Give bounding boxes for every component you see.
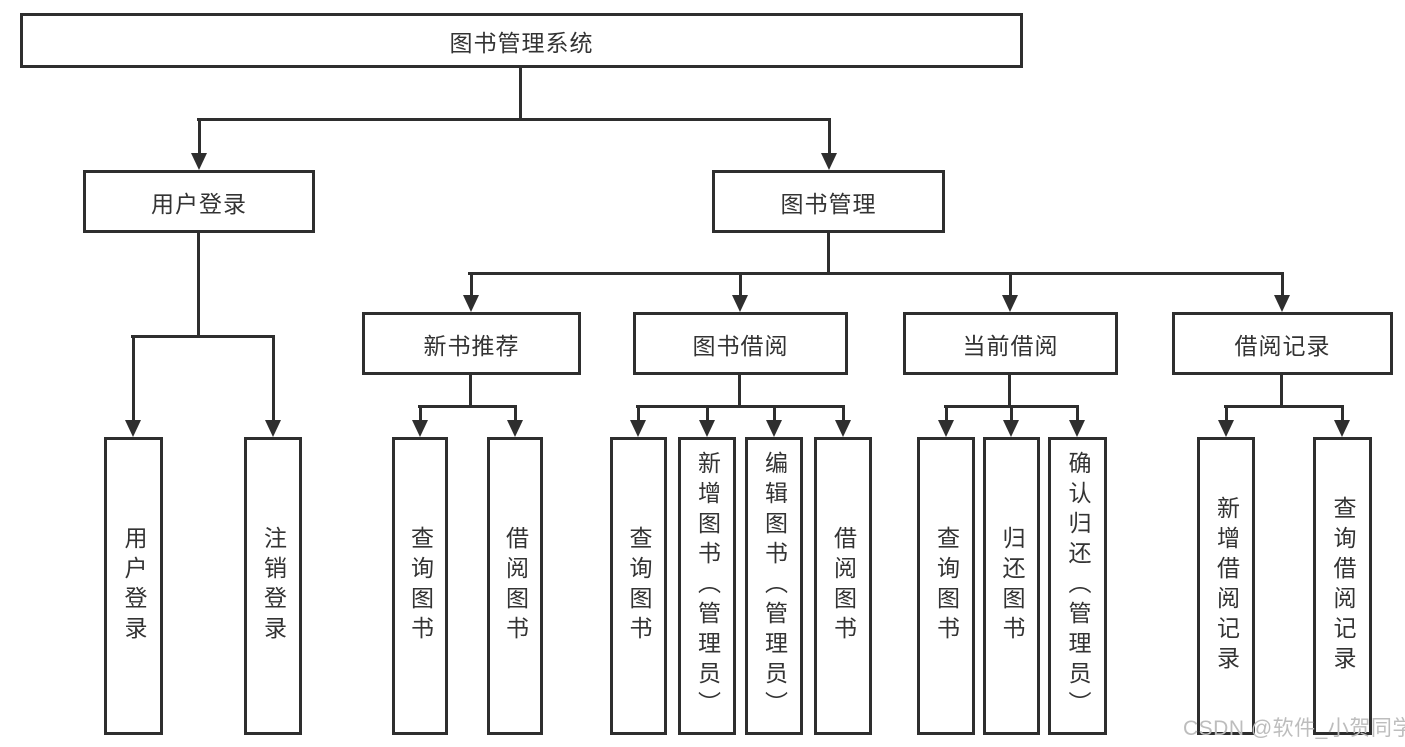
node-label: 图书管理: [780, 190, 877, 217]
connector-line: [271, 335, 275, 422]
arrowhead-down-icon: [265, 420, 281, 437]
arrowhead-down-icon: [1003, 420, 1019, 437]
node-logout: 注销登录: [244, 437, 302, 735]
node-query-books-current: 查询图书: [917, 437, 975, 735]
arrowhead-down-icon: [191, 153, 207, 170]
connector-line: [197, 118, 831, 121]
node-label: 查询图书: [407, 526, 434, 646]
connector-line: [468, 272, 1284, 275]
connector-line: [131, 335, 275, 338]
connector-line: [519, 68, 522, 119]
node-edit-book-admin: 编辑图书（管理员）: [745, 437, 803, 735]
node-label: 借阅图书: [830, 526, 857, 646]
arrowhead-down-icon: [1218, 420, 1234, 437]
connector-line: [1009, 405, 1013, 422]
arrowhead-down-icon: [835, 420, 851, 437]
arrowhead-down-icon: [1274, 295, 1290, 312]
node-label: 图书管理系统: [449, 29, 594, 56]
arrowhead-down-icon: [732, 295, 748, 312]
node-label: 查询图书: [933, 526, 960, 646]
csdn-watermark: CSDN @软件_小贺同学: [1183, 717, 1405, 740]
node-label: 新增图书（管理员）: [694, 451, 721, 721]
node-label: 确认归还（管理员）: [1065, 451, 1091, 721]
node-label: 新书推荐: [423, 332, 520, 359]
node-borrowing-records: 借阅记录: [1172, 312, 1393, 375]
node-add-borrow-record: 新增借阅记录: [1197, 437, 1255, 735]
node-label: 当前借阅: [962, 332, 1059, 359]
connector-line: [827, 118, 831, 155]
node-query-books-newbook: 查询图书: [392, 437, 448, 735]
connector-line: [469, 375, 472, 406]
connector-line: [636, 405, 640, 422]
node-label: 借阅图书: [502, 526, 529, 646]
arrowhead-down-icon: [766, 420, 782, 437]
connector-line: [738, 375, 741, 406]
node-label: 借阅记录: [1234, 332, 1331, 359]
connector-line: [1280, 272, 1284, 297]
node-confirm-return-admin: 确认归还（管理员）: [1048, 437, 1107, 735]
node-borrow-books-borrowing: 借阅图书: [814, 437, 872, 735]
connector-line: [513, 405, 517, 422]
connector-line: [738, 272, 742, 297]
connector-line: [1224, 405, 1228, 422]
connector-line: [197, 233, 200, 336]
connector-line: [841, 405, 845, 422]
connector-line: [418, 405, 422, 422]
connector-line: [944, 405, 948, 422]
node-label: 新增借阅记录: [1213, 496, 1240, 676]
arrowhead-down-icon: [463, 295, 479, 312]
arrowhead-down-icon: [1069, 420, 1085, 437]
node-user-login: 用户登录: [104, 437, 163, 735]
connector-line: [1008, 272, 1012, 297]
connector-line: [772, 405, 776, 422]
node-label: 用户登录: [151, 190, 247, 217]
arrowhead-down-icon: [699, 420, 715, 437]
connector-line: [1224, 405, 1344, 408]
node-label: 用户登录: [121, 526, 147, 646]
arrowhead-down-icon: [630, 420, 646, 437]
connector-line: [469, 272, 473, 297]
node-user-login-branch: 用户登录: [83, 170, 315, 233]
connector-line: [418, 405, 517, 408]
connector-line: [827, 233, 830, 273]
arrowhead-down-icon: [507, 420, 523, 437]
node-label: 查询图书: [626, 526, 652, 646]
arrowhead-down-icon: [125, 420, 141, 437]
node-book-borrowing: 图书借阅: [633, 312, 848, 375]
connector-line: [1008, 375, 1011, 406]
connector-line: [1280, 375, 1283, 406]
node-query-borrow-record: 查询借阅记录: [1313, 437, 1372, 735]
arrowhead-down-icon: [1334, 420, 1350, 437]
node-system: 图书管理系统: [20, 13, 1023, 68]
arrowhead-down-icon: [821, 153, 837, 170]
node-label: 查询借阅记录: [1330, 496, 1356, 676]
node-label: 图书借阅: [692, 332, 789, 359]
node-query-books-borrowing: 查询图书: [610, 437, 667, 735]
node-new-book-recommendation: 新书推荐: [362, 312, 581, 375]
node-borrow-books-newbook: 借阅图书: [487, 437, 543, 735]
connector-line: [636, 405, 844, 408]
node-book-management-branch: 图书管理: [712, 170, 945, 233]
node-label: 注销登录: [260, 526, 287, 646]
node-label: 归还图书: [999, 526, 1025, 646]
node-current-borrowing: 当前借阅: [903, 312, 1118, 375]
connector-line: [705, 405, 709, 422]
connector-line: [1075, 405, 1079, 422]
arrowhead-down-icon: [938, 420, 954, 437]
arrowhead-down-icon: [1002, 295, 1018, 312]
node-return-books: 归还图书: [983, 437, 1040, 735]
connector-line: [131, 335, 135, 422]
connector-line: [197, 118, 201, 155]
connector-line: [1340, 405, 1344, 422]
node-label: 编辑图书（管理员）: [761, 451, 788, 721]
arrowhead-down-icon: [412, 420, 428, 437]
node-add-book-admin: 新增图书（管理员）: [678, 437, 736, 735]
